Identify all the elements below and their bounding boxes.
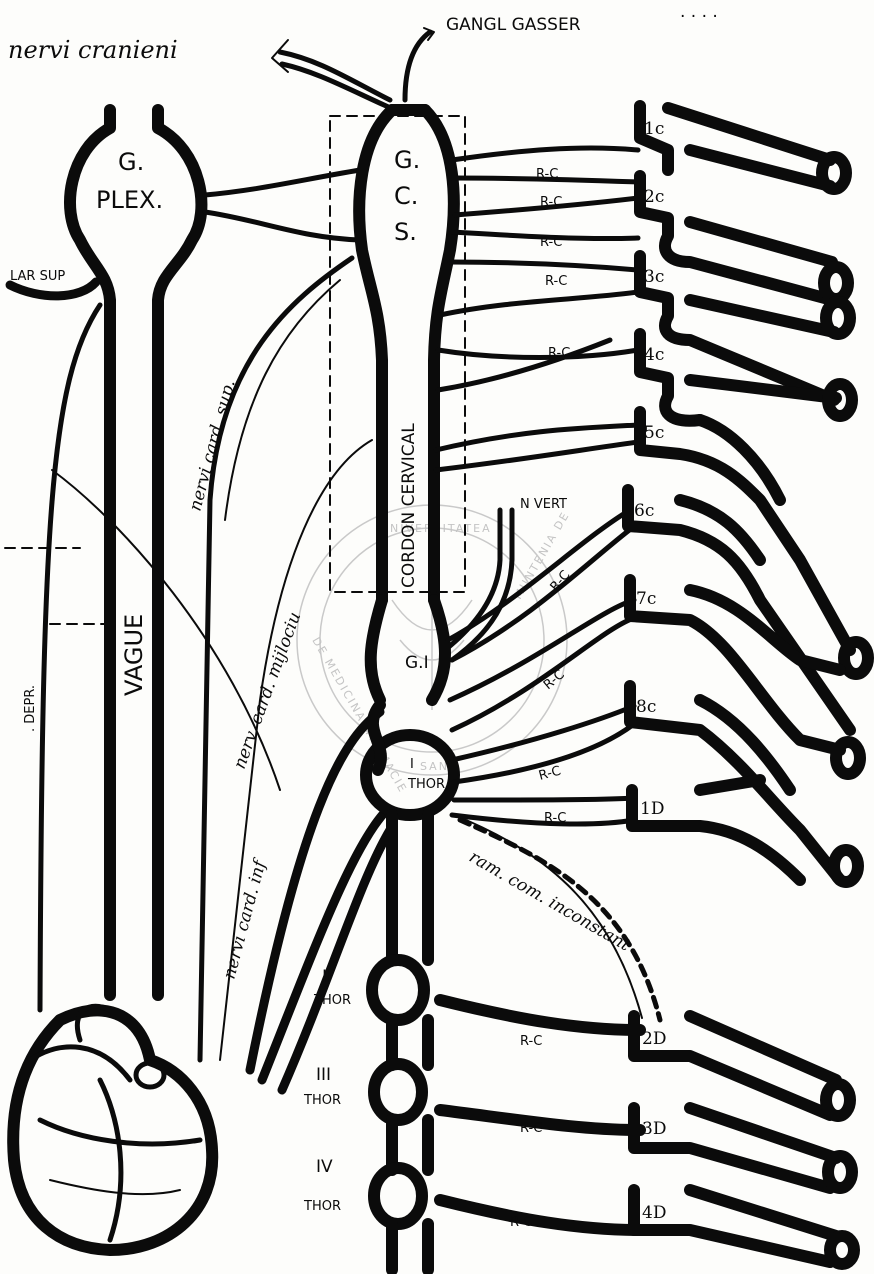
root-label-5c: 5c — [644, 423, 664, 443]
g-plex-label-line2: PLEX. — [96, 186, 163, 214]
plex-gcs-connection-2 — [205, 212, 360, 240]
watermark-text-left: DE MEDICINA, FARMACIE — [309, 635, 409, 796]
thoracic-spinal-nerves — [634, 1016, 854, 1264]
rc-label-12: R-C — [510, 1215, 532, 1230]
nvert-label: N VERT — [520, 497, 567, 512]
ii-thor-word: THOR — [313, 993, 351, 1008]
root-label-3d: 3D — [642, 1119, 666, 1139]
root-label-2c: 2c — [644, 187, 664, 207]
middle-cervical-ganglion — [371, 600, 445, 700]
gcs-label-line2: C. — [394, 182, 418, 210]
rami-communicantes-labels: R-C R-C R-C R-C R-C R-C R-C R-C R-C R-C … — [510, 167, 573, 1230]
rc-label-6: R-C — [548, 568, 574, 595]
rami-communicantes-lines — [436, 148, 640, 1230]
rc-label-2: R-C — [540, 195, 562, 210]
laryngeal-sup-nerve — [10, 282, 96, 296]
nervi-card-mijlociu-label: nerv. card. mijlociu — [230, 609, 305, 771]
gcs-label-line1: G. — [394, 146, 420, 174]
i-thor-label-num: I — [410, 757, 414, 772]
ii-thor-num: II — [322, 967, 332, 987]
rc-label-1: R-C — [536, 167, 558, 182]
iii-thor-word: THOR — [303, 1093, 341, 1108]
gasser-connection — [405, 28, 434, 100]
root-label-2d: 2D — [642, 1029, 666, 1049]
iii-thor-num: III — [316, 1065, 331, 1085]
gangl-gasser-dots: · · · · — [680, 7, 718, 27]
root-label-7c: 7c — [636, 589, 656, 609]
rc-label-11: R-C — [520, 1121, 542, 1136]
cervical-spinal-nerves — [628, 106, 868, 882]
gcs-label-line3: S. — [394, 218, 417, 246]
iv-thor-word: THOR — [303, 1199, 341, 1214]
root-label-4c: 4c — [644, 345, 664, 365]
root-label-6c: 6c — [634, 501, 654, 521]
nervi-card-inf-label: nervi card. inf — [220, 856, 272, 981]
rc-label-3: R-C — [540, 235, 562, 250]
vagus-nerve — [70, 110, 201, 995]
rc-label-5: R-C — [548, 346, 570, 361]
rc-label-9: R-C — [544, 811, 566, 826]
root-label-3c: 3c — [644, 267, 664, 287]
depressor-nerve — [5, 305, 110, 1010]
rc-label-10: R-C — [520, 1034, 542, 1049]
plex-gcs-connection-1 — [205, 170, 360, 195]
iv-thor-num: IV — [316, 1157, 333, 1177]
vague-label: VAGUE — [120, 614, 148, 696]
heart-illustration — [13, 1006, 212, 1250]
cranial-nerve-bundle — [272, 40, 395, 110]
thoracic-chain — [372, 815, 428, 1270]
root-label-4d: 4D — [642, 1203, 666, 1223]
root-label-8c: 8c — [636, 697, 656, 717]
i-thor-label-word: THOR — [407, 777, 445, 792]
cordon-cervical-label: CORDON CERVICAL — [399, 423, 419, 588]
ram-com-inconstant-label: ram. com. inconstant — [466, 847, 634, 956]
depr-label: . DEPR. — [23, 685, 38, 732]
lar-sup-label: LAR SUP — [10, 269, 65, 284]
inconstant-ramus-dashed — [460, 820, 660, 1020]
nervi-cranieni-label: nervi cranieni — [8, 36, 178, 64]
g-i-label: G.I — [405, 653, 429, 673]
rc-label-4: R-C — [545, 274, 567, 289]
g-plex-label-line1: G. — [118, 148, 144, 176]
gangl-gasser-label: GANGL GASSER — [446, 15, 581, 35]
root-label-1d: 1D — [640, 799, 664, 819]
root-label-1c: 1c — [644, 119, 664, 139]
